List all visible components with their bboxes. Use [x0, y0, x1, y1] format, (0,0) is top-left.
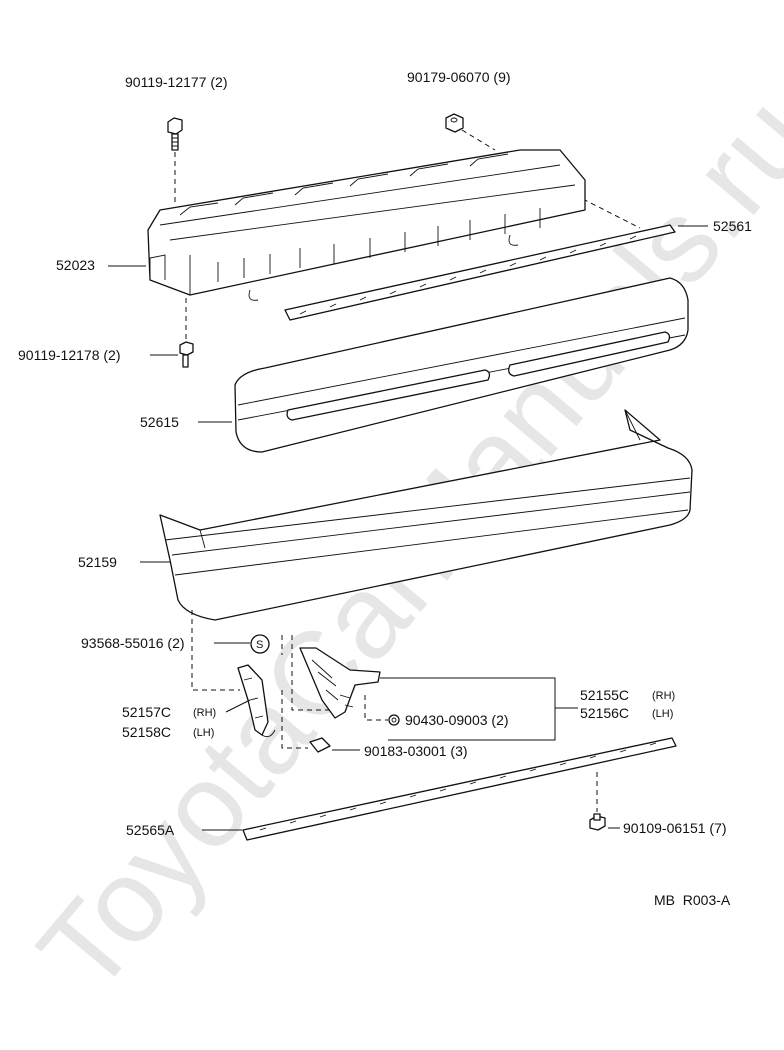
- label-bracket-rh-side: (RH): [193, 707, 216, 719]
- label-side-rh-side: (RH): [652, 690, 675, 702]
- energy-absorber: [234, 277, 689, 453]
- label-nut-side: 90430-09003 (2): [405, 712, 509, 728]
- label-seal-clip: 93568-55016 (2): [81, 635, 185, 651]
- label-bolt-retainer: 90109-06151 (7): [623, 820, 727, 836]
- nut-side-icon: [388, 714, 400, 726]
- bolt-lower-icon: [179, 341, 194, 368]
- seal-clip-icon: S: [250, 634, 270, 654]
- bracket-side-right: [299, 647, 381, 719]
- bumper-cover: [159, 409, 693, 621]
- upper-retainer: [284, 224, 676, 321]
- label-nut-upper: 90179-06070 (9): [407, 69, 511, 85]
- label-retainer-upper: 52561: [713, 218, 752, 234]
- seal-symbol: S: [256, 639, 263, 651]
- label-bracket-lh-side: (LH): [193, 727, 214, 739]
- bolt-retainer-icon: [589, 813, 606, 831]
- label-bolt-lower: 90119-12178 (2): [18, 347, 120, 363]
- bolt-upper-icon: [167, 117, 183, 151]
- label-retainer-lower: 52565A: [126, 822, 175, 838]
- label-clip: 90183-03001 (3): [364, 743, 468, 759]
- label-bolt-upper: 90119-12177 (2): [125, 74, 227, 90]
- label-bumper-cover: 52159: [78, 554, 117, 570]
- label-side-lh-number: 52156C: [580, 705, 629, 721]
- nut-upper-icon: [445, 113, 464, 133]
- label-bracket-lh-number: 52158C: [122, 724, 171, 740]
- label-absorber: 52615: [140, 414, 179, 430]
- label-reinforcement: 52023: [56, 257, 95, 273]
- label-side-rh-number: 52155C: [580, 687, 629, 703]
- diagram-code: MB R003-A: [654, 892, 731, 908]
- bracket-side-left: [237, 664, 276, 738]
- label-bracket-rh-number: 52157C: [122, 704, 171, 720]
- label-side-lh-side: (LH): [652, 708, 673, 720]
- clip-icon: [309, 737, 331, 753]
- bumper-reinforcement: [147, 149, 586, 301]
- lower-retainer: [242, 737, 677, 841]
